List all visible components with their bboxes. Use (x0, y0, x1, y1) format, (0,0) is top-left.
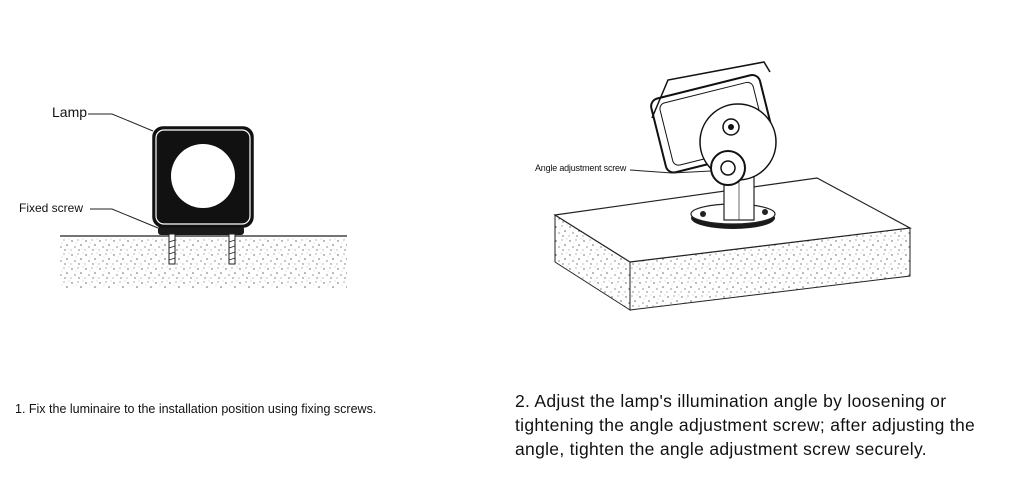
fixed-screw-leader-line (90, 208, 159, 229)
angle-adjustment-screw-label: Angle adjustment screw (535, 163, 627, 173)
lamp-lens (171, 144, 235, 208)
mounting-base (158, 226, 244, 235)
step-2-caption: 2. Adjust the lamp's illumination angle … (515, 391, 976, 459)
step-1-panel: Lamp Fixed screw 1. Fix the luminaire to… (15, 104, 377, 416)
fixing-screw-left (168, 233, 176, 265)
angle-screw-leader-line (629, 169, 712, 174)
step-1-caption: 1. Fix the luminaire to the installation… (15, 402, 377, 416)
fixed-screw-label: Fixed screw (19, 201, 84, 215)
fixing-screw-right (228, 233, 236, 265)
lamp-label: Lamp (52, 104, 88, 120)
lamp-frame-inner (155, 129, 251, 225)
step-2-illustration (553, 61, 912, 311)
step-2-panel: Angle adjustment screw 2. Adjust the lam… (512, 0, 1024, 491)
lamp-leader-line (88, 113, 154, 132)
step-1-illustration (60, 113, 347, 288)
ground-block (60, 236, 347, 288)
